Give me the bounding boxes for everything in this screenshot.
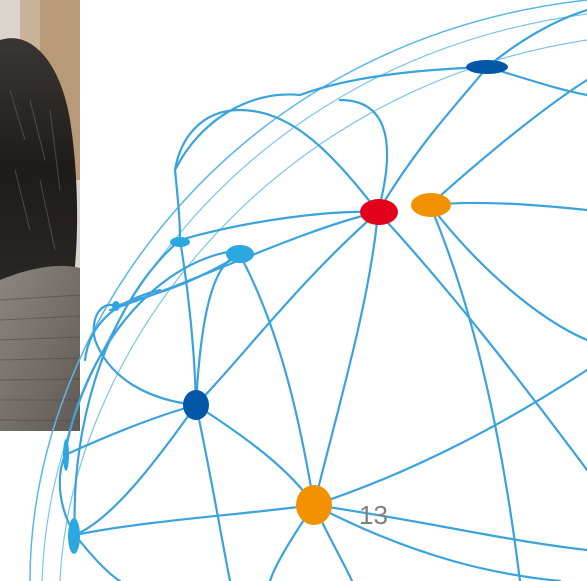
light-blue-node	[226, 245, 254, 263]
network-nodes	[63, 60, 508, 554]
light-blue-node	[68, 518, 80, 554]
orange-node	[296, 485, 332, 525]
page-number: 13	[359, 500, 388, 530]
light-blue-node	[63, 439, 69, 471]
red-node	[360, 199, 398, 225]
photo-image	[0, 0, 80, 431]
dark-blue-node	[466, 60, 508, 74]
cropped-photo	[0, 0, 80, 431]
light-blue-node	[112, 301, 120, 311]
dark-blue-node	[183, 390, 209, 420]
orange-node	[411, 193, 451, 217]
light-blue-node	[170, 237, 190, 247]
